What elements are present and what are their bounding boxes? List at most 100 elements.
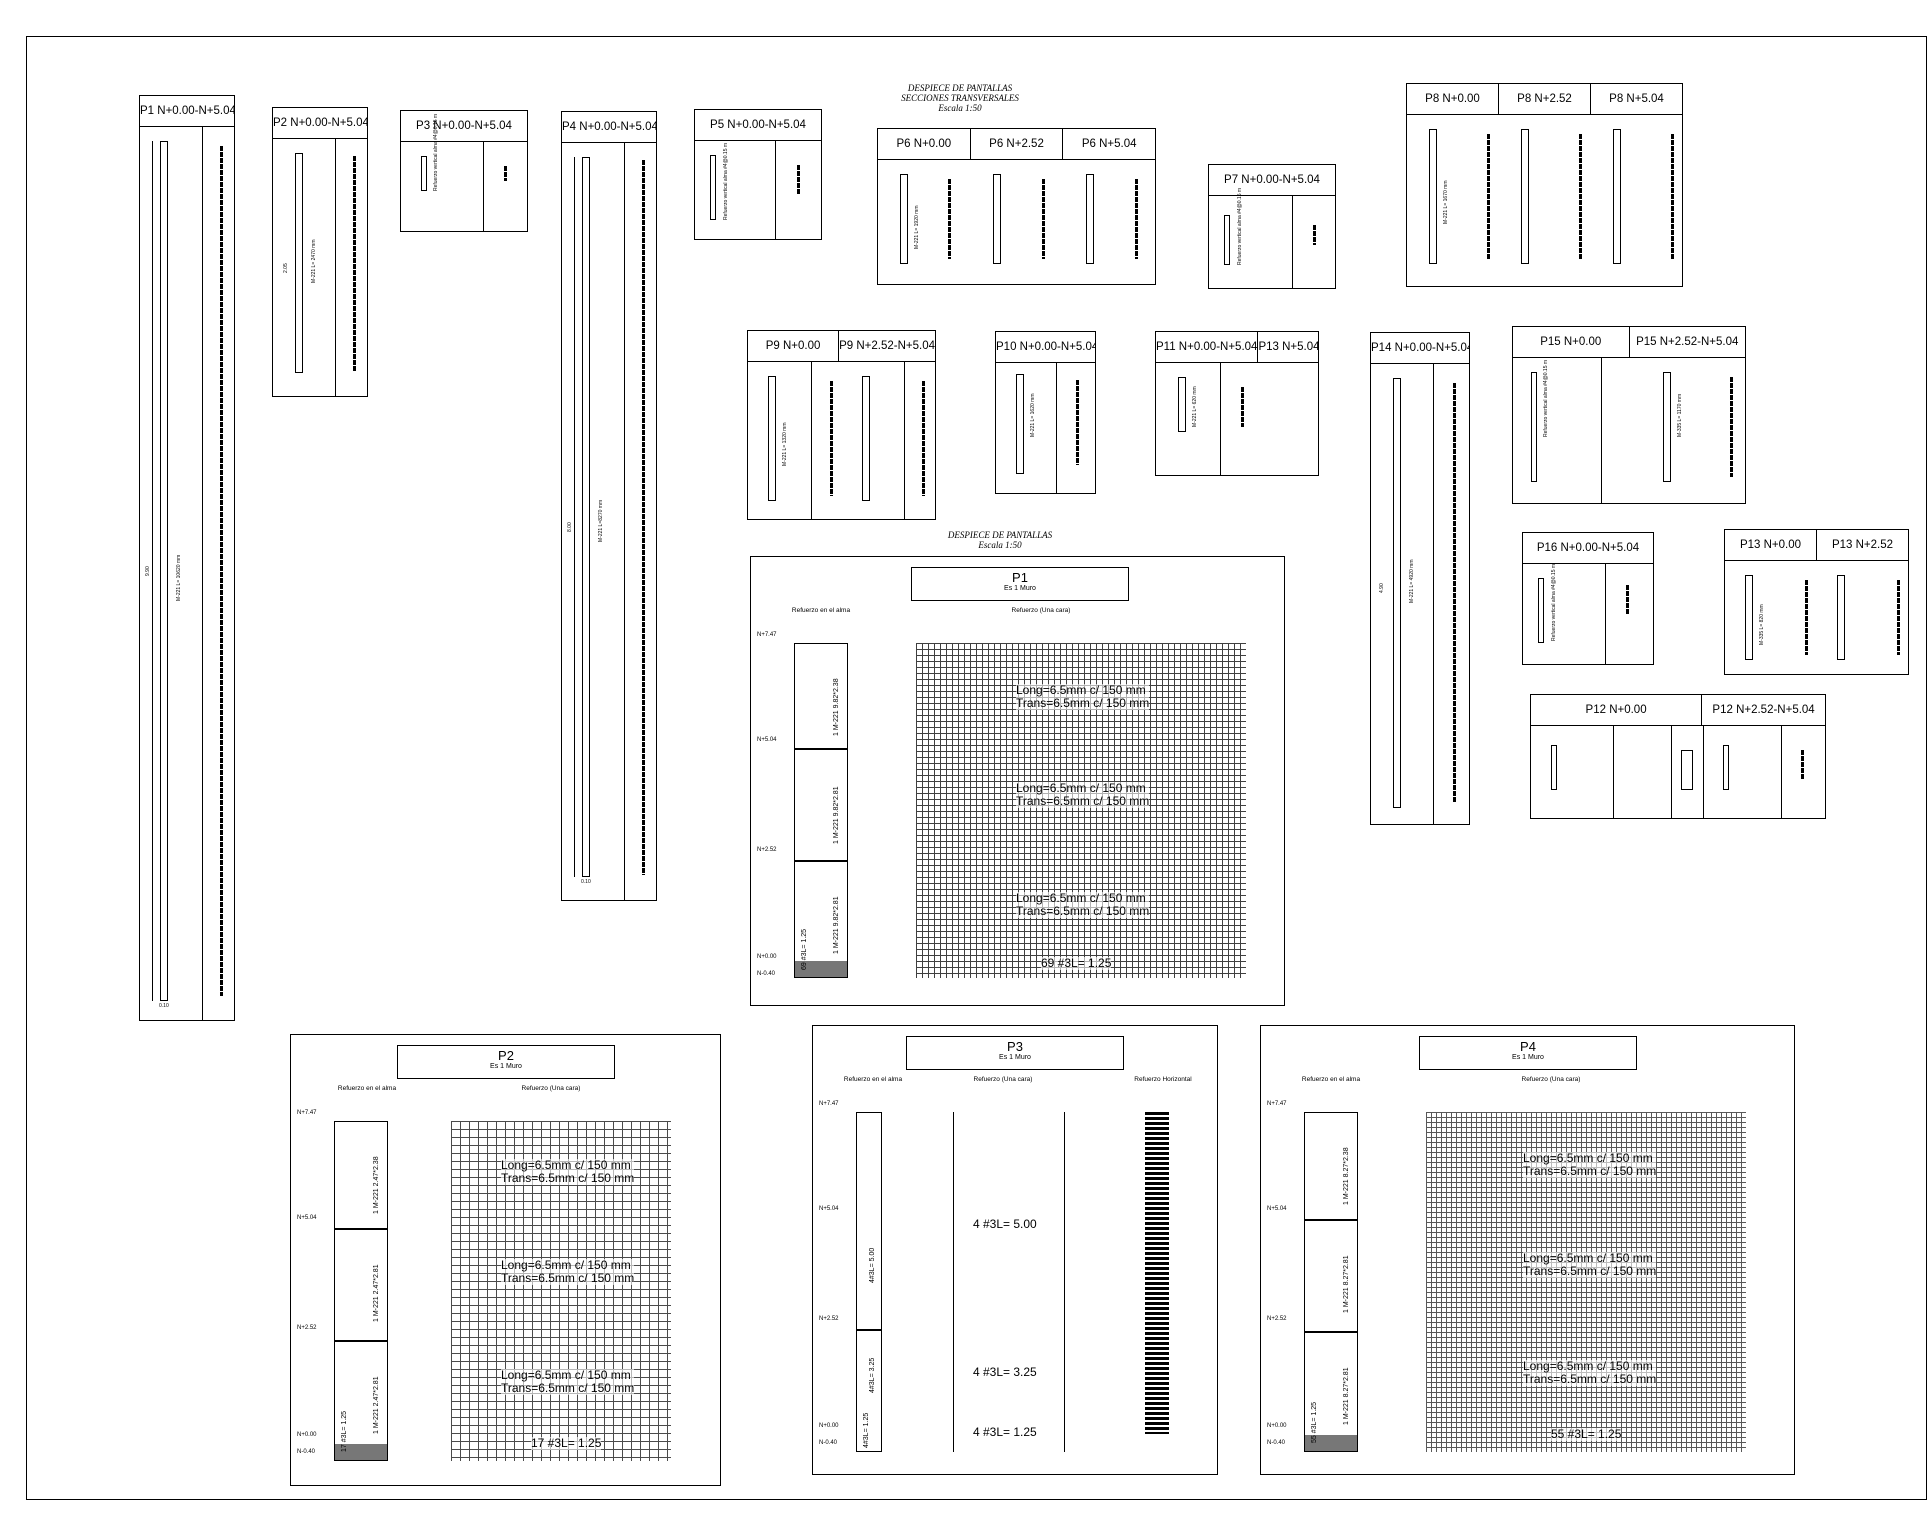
p9a-rebar [768,376,776,501]
p8-bar-label: M-221 L= 1670 mm [1443,180,1449,225]
p15-web-label: Refuerzo vertical alma #4@0.15 m [1543,359,1549,437]
p11-rebar [1178,377,1186,432]
mural-p4-mesh2-trans: Trans=6.5mm c/ 150 mm [1523,1264,1657,1278]
p3-web-label: Refuerzo vertical alma #4@0.15 m [433,113,439,191]
mural-p1-alma-label: Refuerzo en el alma [791,607,851,614]
mural-p1-title: P1 [1012,570,1028,585]
mural-p4-mesh3-trans: Trans=6.5mm c/ 150 mm [1523,1372,1657,1386]
sections-caption-line1: DESPIECE DE PANTALLAS [907,83,1013,93]
p8a-rebar [1429,129,1437,264]
p2-rebar [295,153,303,373]
mural-p2-footing [335,1444,387,1460]
panel-p8b-title: P8 N+2.52 [1499,84,1591,114]
mural-p1-lvl-040: N-0.40 [757,971,776,977]
mural-p4-title: P4 [1520,1039,1536,1054]
p5-heavy-bar [797,165,800,195]
panel-p3-title: P3 N+0.00-N+5.04 [416,120,512,132]
p4-dim-line [574,157,575,877]
mural-p2-mesh3-trans: Trans=6.5mm c/ 150 mm [501,1381,635,1395]
mural-p1-alma: 1 M-221 9.82*2.38 1 M-221 9.82*2.81 1 M-… [794,643,848,978]
mural-p2-seg3: 1 M-221 2.47*2.81 [373,1376,380,1434]
mural-p2-mesh3-long: Long=6.5mm c/ 150 mm [501,1368,631,1382]
p4-rebar [582,157,590,877]
p6a-rebar [900,174,908,264]
panel-p13top-title: P13 N+5.04 [1258,341,1319,353]
p11-heavy-bar [1241,387,1244,427]
panel-p14-title: P14 N+0.00-N+5.04 [1371,342,1470,354]
mural-p3-alma: 4#3L= 5.00 4#3L= 3.25 4#3L= 1.25 [856,1112,882,1452]
p8a-heavy-bar [1487,134,1490,259]
mural-p3-horizontal-bars [1145,1112,1169,1434]
p14-bar-label: M-221 L= 4920 mm [1409,559,1415,604]
mural-p1-mesh1-trans: Trans=6.5mm c/ 150 mm [1016,696,1150,710]
panel-p8a-title: P8 N+0.00 [1407,84,1499,114]
panel-p8: P8 N+0.00 P8 N+2.52 P8 N+5.04 M-221 L= 1… [1406,83,1683,287]
mural-p1: P1 Es 1 Muro Refuerzo en el alma Refuerz… [750,556,1285,1006]
panel-p16: P16 N+0.00-N+5.04 Refuerzo vertical alma… [1522,532,1654,665]
mural-p1-subtitle: Es 1 Muro [1004,585,1036,592]
p12b-rebar [1723,745,1729,790]
mural-p4: P4 Es 1 Muro Refuerzo en el alma Refuerz… [1260,1025,1795,1475]
mural-p2-mesh1: Long=6.5mm c/ 150 mm Trans=6.5mm c/ 150 … [501,1159,635,1185]
p11-bar-label: M-221 L= 620 mm [1192,386,1198,427]
mural-p4-lvl-504: N+5.04 [1267,1206,1287,1212]
p8b-rebar [1521,129,1529,264]
p13a-heavy-bar [1805,580,1808,655]
panel-p6b-title: P6 N+2.52 [971,129,1064,159]
p4-heavy-bar [642,160,645,875]
panel-p16-title: P16 N+0.00-N+5.04 [1536,542,1640,554]
panel-p9b-title: P9 N+2.52-N+5.04 [839,340,935,352]
panel-p11: P11 N+0.00-N+5.04 P13 N+5.04 M-221 L= 62… [1155,331,1319,476]
p8c-heavy-bar [1671,134,1674,259]
mural-p1-dowel: 69 #3L= 1.25 [801,928,808,970]
elevations-caption-line1: DESPIECE DE PANTALLAS [947,530,1053,540]
p1-heavy-bar [220,146,223,996]
panel-p9a-title: P9 N+0.00 [748,331,840,361]
mural-p4-cara-label: Refuerzo (Una cara) [1521,1076,1581,1083]
sections-caption: DESPIECE DE PANTALLAS SECCIONES TRANSVER… [860,83,1060,113]
mural-p1-lvl-747: N+7.47 [757,632,777,638]
p10-bar-label: M-221 L= 1620 mm [1030,393,1036,438]
mural-p2-mesh2-long: Long=6.5mm c/ 150 mm [501,1258,631,1272]
p15-heavy-bar [1730,377,1733,477]
p13-bar-label: M-335 L= 820 mm [1759,604,1765,645]
mural-p3-bars [953,1112,1065,1452]
mural-p4-mesh2-long: Long=6.5mm c/ 150 mm [1523,1251,1653,1265]
panel-p10-title: P10 N+0.00-N+5.04 [996,341,1096,353]
mural-p2-title: P2 [498,1048,514,1063]
mural-p1-base: 69 #3L= 1.25 [1041,956,1112,970]
mural-p1-lvl-504: N+5.04 [757,737,777,743]
mural-p4-mesh3: Long=6.5mm c/ 150 mm Trans=6.5mm c/ 150 … [1523,1360,1657,1386]
panel-p13: P13 N+0.00 P13 N+2.52 M-335 L= 820 mm [1724,529,1909,675]
panel-p11-title: P11 N+0.00-N+5.04 [1156,332,1259,362]
panel-p1-title: P1 N+0.00-N+5.04 [140,105,235,117]
mural-p2-mesh2-trans: Trans=6.5mm c/ 150 mm [501,1271,635,1285]
p16-rebar [1538,578,1544,643]
mural-p2-alma-label: Refuerzo en el alma [337,1085,397,1092]
mural-p2-lvl-000: N+0.00 [297,1432,317,1438]
mural-p3-seg1: 4#3L= 5.00 [869,1247,876,1283]
p13a-rebar [1745,575,1753,660]
panel-p15a-title: P15 N+0.00 [1513,327,1630,357]
p7-web-label: Refuerzo vertical alma #4@0.15 m [1237,187,1243,265]
mural-p3-horizontal-label: Refuerzo Horizontal [1134,1076,1192,1083]
mural-p4-seg2: 1 M-221 8.27*2.81 [1343,1255,1350,1313]
mural-p1-mesh2-trans: Trans=6.5mm c/ 150 mm [1016,794,1150,808]
p2-bar-label: M-221 L= 2470 mm [311,239,317,284]
mural-p1-seg2: 1 M-221 9.82*2.81 [833,786,840,844]
mural-p3-alma-label: Refuerzo en el alma [843,1076,903,1083]
panel-p5: P5 N+0.00-N+5.04 Refuerzo vertical alma … [694,109,822,240]
mural-p2-seg1: 1 M-221 2.47*2.38 [373,1156,380,1214]
p4-length: 8.00 [567,522,573,532]
p9-bar-label: M-221 L= 1320 mm [782,422,788,467]
mural-p4-seg3: 1 M-221 8.27*2.81 [1343,1367,1350,1425]
p6-bar-label: M-221 L= 1920 mm [914,205,920,250]
mural-p4-dowel: 55 #3L= 1.25 [1311,1401,1318,1443]
p8c-rebar [1613,129,1621,264]
p10-rebar [1016,374,1024,474]
mural-p2-base: 17 #3L= 1.25 [531,1436,602,1450]
mural-p2-lvl-504: N+5.04 [297,1215,317,1221]
mural-p3-bar2: 4 #3L= 3.25 [973,1365,1037,1379]
p2-heavy-bar [353,156,356,371]
panel-p14: P14 N+0.00-N+5.04 4.90 M-221 L= 4920 mm [1370,332,1470,825]
